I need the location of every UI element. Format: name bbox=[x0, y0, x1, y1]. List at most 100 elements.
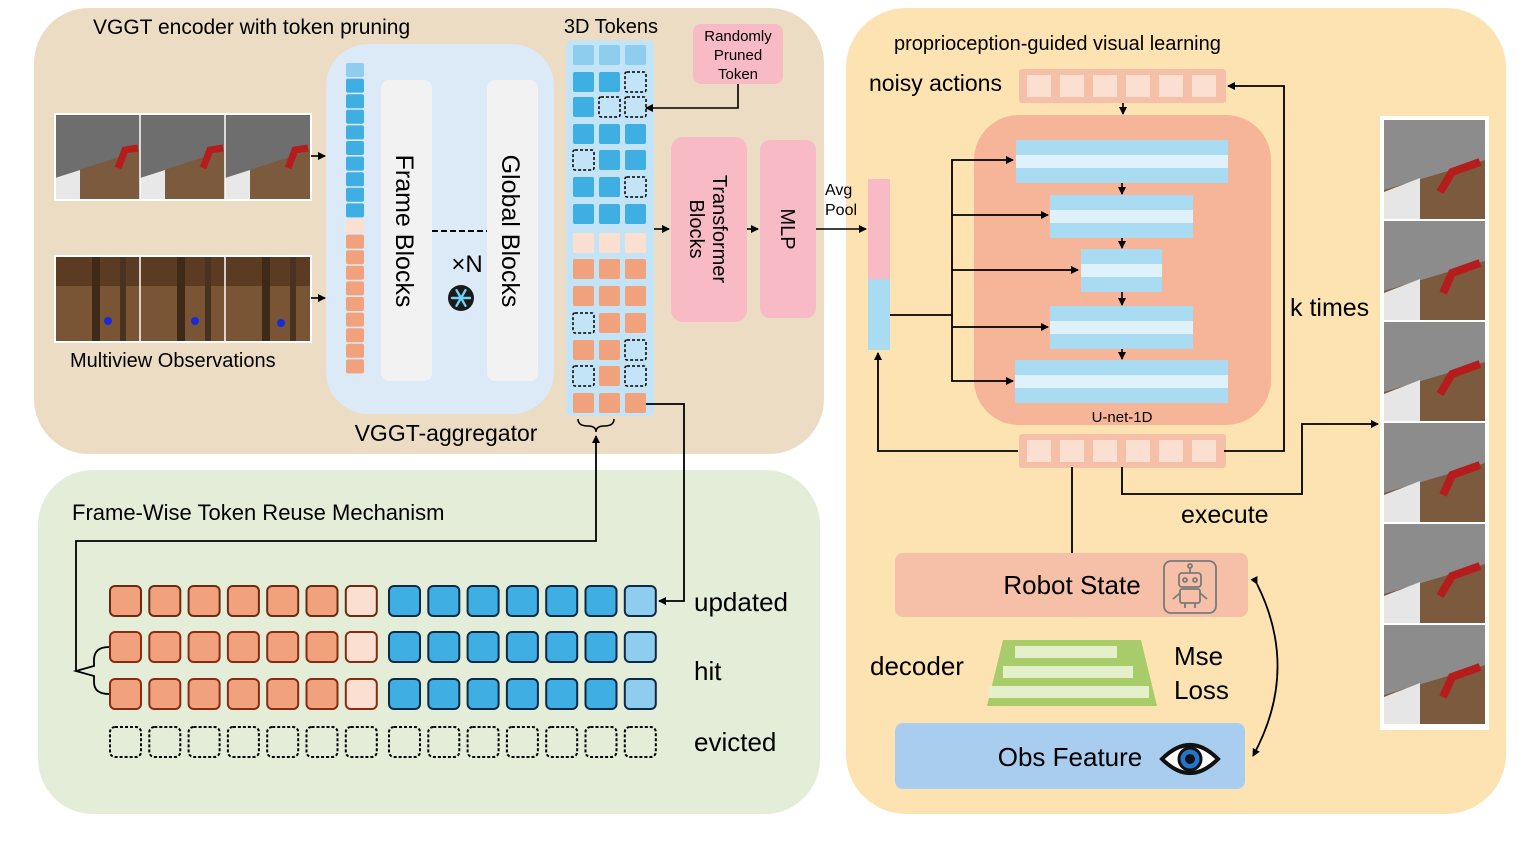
updated-token bbox=[466, 585, 500, 617]
token-cell bbox=[599, 313, 620, 333]
hit-token bbox=[266, 678, 300, 710]
mlp-box bbox=[760, 140, 816, 318]
token-cell bbox=[625, 393, 646, 413]
token-cell bbox=[625, 45, 646, 65]
hit-token bbox=[427, 631, 461, 663]
frozen-snowflake-icon bbox=[448, 285, 474, 311]
pruned-token-cell bbox=[572, 365, 595, 387]
rollout-robot-arm bbox=[1436, 562, 1482, 599]
pruned-label-line3: Token bbox=[718, 66, 758, 83]
aggregator-token bbox=[346, 141, 364, 155]
evicted-token bbox=[388, 726, 421, 758]
mlp-label: MLP bbox=[776, 208, 798, 249]
updated-token bbox=[388, 585, 421, 617]
hit-token bbox=[226, 678, 260, 710]
evicted-token bbox=[187, 726, 221, 758]
token-cell bbox=[573, 204, 594, 224]
hit-token bbox=[109, 631, 142, 663]
updated-token bbox=[584, 585, 618, 617]
evicted-token bbox=[427, 726, 461, 758]
transformer-label-line1: Transformer bbox=[708, 175, 730, 284]
evicted-token bbox=[148, 726, 182, 758]
aggregator-token bbox=[346, 172, 364, 187]
global-blocks-label: Global Blocks bbox=[496, 155, 524, 308]
repeat-label: ×N bbox=[451, 251, 482, 278]
token-cell bbox=[599, 45, 620, 65]
reuse-title: Frame-Wise Token Reuse Mechanism bbox=[72, 500, 445, 525]
rollout-robot-arm bbox=[1439, 663, 1482, 699]
observations-label: Multiview Observations bbox=[70, 350, 276, 372]
pruned-token-box bbox=[693, 24, 783, 84]
token-cell bbox=[573, 45, 594, 65]
token-cell bbox=[599, 177, 620, 197]
token-cell bbox=[599, 150, 620, 170]
updated-token bbox=[109, 585, 142, 617]
mse-loss-arrow bbox=[1250, 575, 1279, 757]
evicted-token bbox=[505, 726, 539, 758]
rollout-wall bbox=[1384, 380, 1420, 421]
token-cell bbox=[599, 286, 620, 306]
aggregator-token bbox=[346, 125, 364, 140]
rollout-wall bbox=[1384, 582, 1420, 623]
noisy-action-token bbox=[1093, 75, 1117, 97]
rollout-robot-arm bbox=[1439, 259, 1482, 295]
token-cell bbox=[573, 124, 594, 144]
aggregator-token bbox=[346, 187, 364, 202]
token-cell bbox=[573, 340, 594, 360]
token-cell bbox=[573, 177, 594, 197]
token-cell bbox=[599, 233, 620, 253]
pruned-label-line2: Pruned bbox=[714, 47, 762, 64]
updated-token bbox=[427, 585, 461, 617]
pruned-token-cell bbox=[598, 96, 621, 118]
evicted-token bbox=[305, 726, 339, 758]
token-grid bbox=[572, 45, 647, 413]
observation-image-bottom bbox=[54, 255, 312, 343]
token-cell bbox=[625, 124, 646, 144]
aggregator-token bbox=[346, 312, 364, 327]
tokens-brace bbox=[577, 418, 615, 433]
updated-token bbox=[505, 585, 539, 617]
aggregator-token-column bbox=[346, 63, 364, 374]
noisy-action-token bbox=[1027, 75, 1051, 97]
token-cell bbox=[599, 204, 620, 224]
unet-layer-stripe bbox=[1050, 321, 1193, 334]
aggregator-token bbox=[346, 219, 364, 233]
token-cell bbox=[599, 366, 620, 386]
decoder-label: decoder bbox=[870, 651, 964, 681]
global-blocks-box bbox=[487, 80, 538, 381]
robot-state-box bbox=[895, 553, 1248, 617]
aggregator-token bbox=[346, 203, 364, 218]
hit-token bbox=[584, 678, 618, 710]
unet-layer-stripe bbox=[1050, 210, 1193, 223]
token-cell bbox=[573, 72, 594, 92]
aggregator-token bbox=[346, 343, 364, 358]
hit-token bbox=[109, 678, 142, 710]
hit-token bbox=[148, 631, 182, 663]
hit-token bbox=[305, 631, 339, 663]
rollout-wall bbox=[1384, 683, 1420, 724]
updated-token bbox=[305, 585, 339, 617]
robot-state-label: Robot State bbox=[1003, 570, 1140, 600]
hit-token bbox=[466, 631, 500, 663]
rollout-robot-arm bbox=[1436, 360, 1482, 397]
token-cell bbox=[625, 259, 646, 279]
hit-token bbox=[148, 678, 182, 710]
token-cell bbox=[625, 204, 646, 224]
pruned-label-line1: Randomly bbox=[704, 28, 772, 45]
token-cell bbox=[573, 233, 594, 253]
aggregator-token bbox=[346, 297, 364, 311]
noisy-action-token bbox=[1126, 75, 1150, 97]
hit-label: hit bbox=[694, 656, 722, 686]
mse-label-line2: Loss bbox=[1174, 675, 1229, 705]
token-cell bbox=[599, 124, 620, 144]
rollout-wall bbox=[1384, 481, 1420, 522]
rollout-frames bbox=[1384, 120, 1485, 724]
aggregator-token bbox=[346, 328, 364, 343]
token-cell bbox=[625, 150, 646, 170]
tokens-title: 3D Tokens bbox=[564, 16, 658, 38]
output-action-token bbox=[1126, 440, 1150, 462]
execute-label: execute bbox=[1181, 501, 1269, 529]
token-cell bbox=[573, 393, 594, 413]
hit-token bbox=[466, 678, 500, 710]
policy-title: proprioception-guided visual learning bbox=[894, 33, 1221, 55]
